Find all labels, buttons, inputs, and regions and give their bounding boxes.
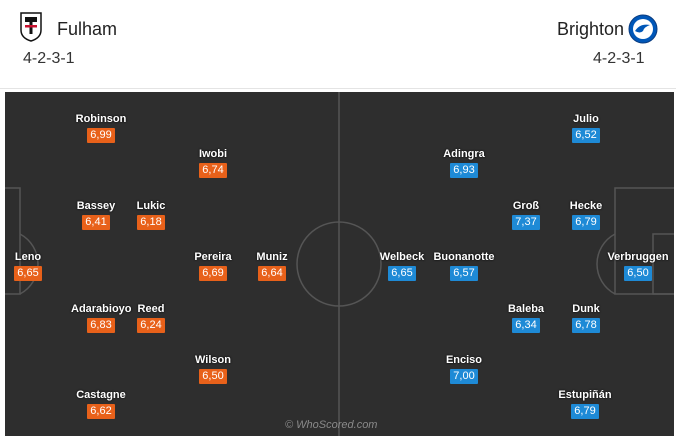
player-welbeck[interactable]: Welbeck 6,65 bbox=[379, 251, 425, 281]
player-hecke[interactable]: Hecke 6,79 bbox=[569, 200, 603, 230]
player-verbruggen[interactable]: Verbruggen 6,50 bbox=[607, 251, 669, 281]
player-castagne[interactable]: Castagne 6,62 bbox=[76, 389, 126, 419]
player-reed[interactable]: Reed 6,24 bbox=[137, 303, 165, 333]
match-header: Fulham 4-2-3-1 Brighton 4-2-3-1 bbox=[0, 0, 676, 89]
player-robinson[interactable]: Robinson 6,99 bbox=[75, 113, 127, 143]
player-enciso[interactable]: Enciso 7,00 bbox=[445, 354, 483, 384]
player-dunk[interactable]: Dunk 6,78 bbox=[572, 303, 600, 333]
away-formation: 4-2-3-1 bbox=[593, 50, 645, 67]
fulham-crest-icon bbox=[20, 12, 42, 42]
pitch-markings bbox=[5, 92, 674, 436]
player-baleba[interactable]: Baleba 6,34 bbox=[507, 303, 545, 333]
home-formation: 4-2-3-1 bbox=[23, 50, 75, 67]
player-wilson[interactable]: Wilson 6,50 bbox=[195, 354, 231, 384]
player-muniz[interactable]: Muniz 6,64 bbox=[256, 251, 288, 281]
pitch: Robinson 6,99 Iwobi 6,74 Bassey 6,41 Luk… bbox=[5, 92, 674, 436]
player-bassey[interactable]: Bassey 6,41 bbox=[76, 200, 116, 230]
player-pereira[interactable]: Pereira 6,69 bbox=[194, 251, 232, 281]
whoscored-watermark: © WhoScored.com bbox=[285, 419, 378, 431]
player-estupinan[interactable]: Estupiñán 6,79 bbox=[558, 389, 612, 419]
player-julio[interactable]: Julio 6,52 bbox=[572, 113, 600, 143]
away-team-name: Brighton bbox=[557, 19, 625, 39]
brighton-crest-icon bbox=[628, 14, 658, 44]
player-iwobi[interactable]: Iwobi 6,74 bbox=[198, 148, 228, 178]
player-adingra[interactable]: Adingra 6,93 bbox=[443, 148, 485, 178]
player-leno[interactable]: Leno 6,65 bbox=[14, 251, 42, 281]
player-lukic[interactable]: Lukic 6,18 bbox=[136, 200, 166, 230]
player-buonanotte[interactable]: Buonanotte 6,57 bbox=[433, 251, 495, 281]
home-team-name: Fulham bbox=[57, 19, 118, 39]
player-gross[interactable]: Groß 7,37 bbox=[512, 200, 540, 230]
player-adarabioyo[interactable]: Adarabioyo 6,83 bbox=[71, 303, 132, 333]
